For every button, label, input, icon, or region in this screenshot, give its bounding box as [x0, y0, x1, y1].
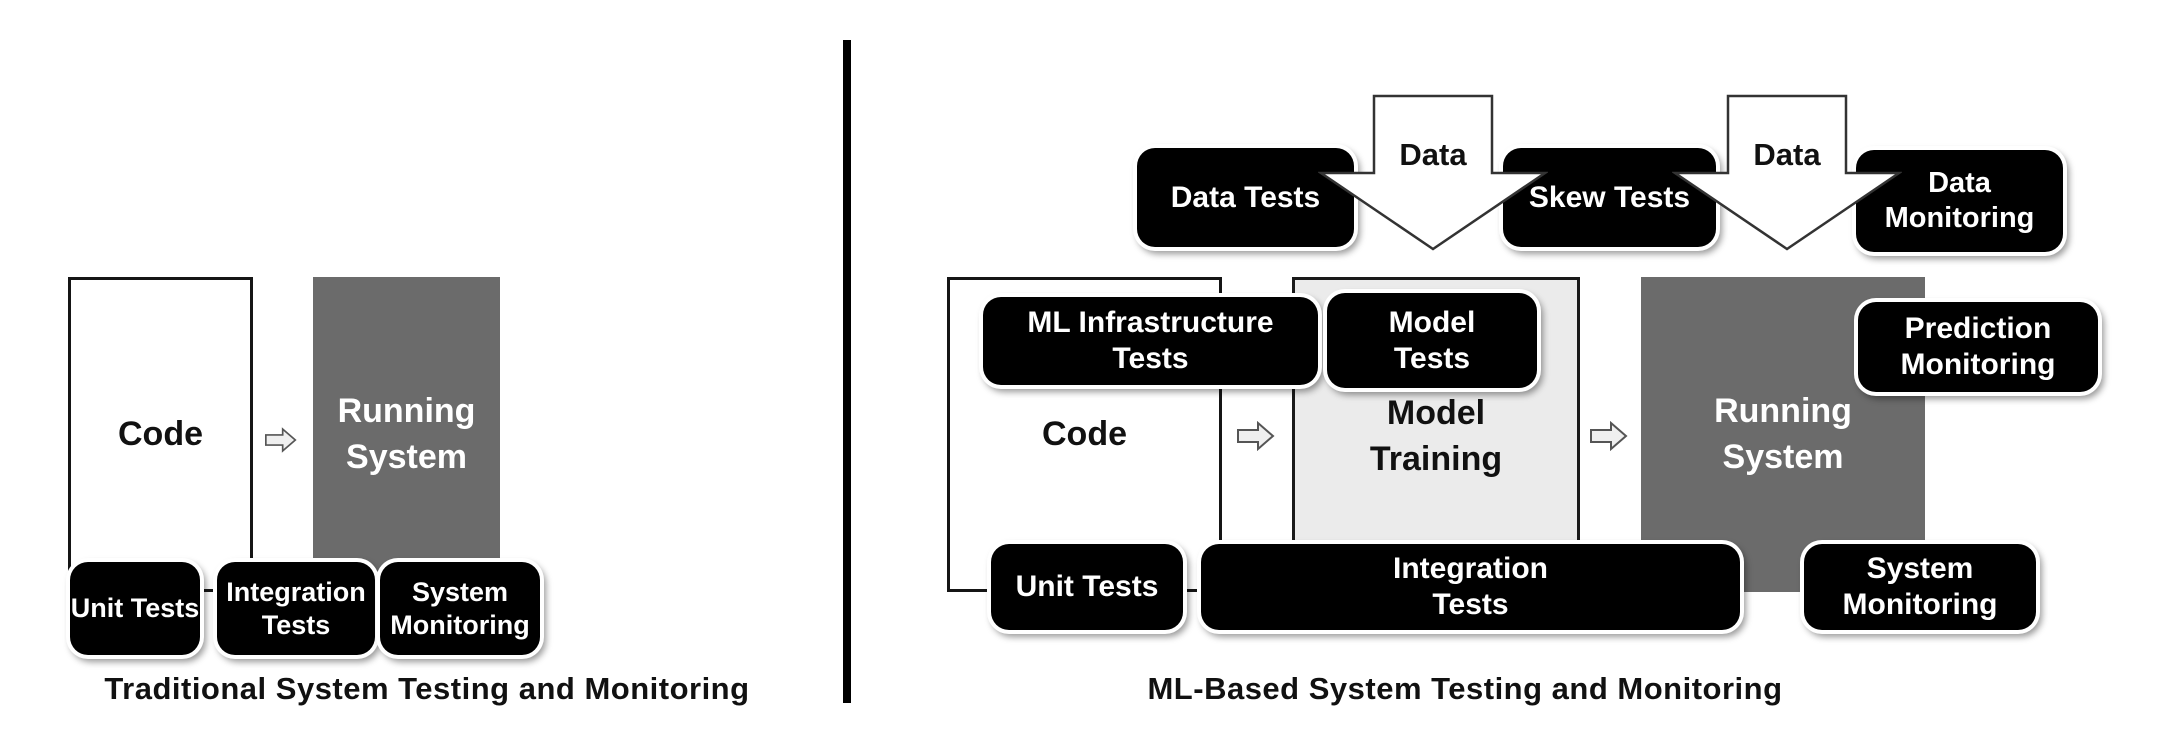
right-flow-arrow2-icon — [1590, 421, 1628, 451]
right-integration-tests-pill: Integration Tests — [1201, 544, 1740, 630]
left-unit-tests-pill: Unit Tests — [70, 562, 200, 655]
right-integration-tests-line2: Tests — [1432, 588, 1509, 621]
prediction-monitoring-line2: Monitoring — [1900, 348, 2056, 381]
right-integration-tests-line1: Integration — [1393, 552, 1548, 585]
ml-infrastructure-tests-pill: ML Infrastructure Tests — [983, 297, 1318, 385]
right-running-system-line2: System — [1722, 437, 1844, 476]
model-tests-line2: Tests — [1393, 341, 1471, 375]
prediction-monitoring-line1: Prediction — [1904, 312, 2052, 345]
left-integration-tests-line1: Integration — [226, 577, 366, 608]
ml-infrastructure-tests-line2: Tests — [1112, 342, 1189, 375]
left-integration-tests-pill: Integration Tests — [217, 562, 375, 655]
right-caption: ML-Based System Testing and Monitoring — [1147, 671, 1783, 706]
left-running-system-line1: Running — [337, 391, 476, 430]
data-tests-pill: Data Tests — [1137, 148, 1354, 247]
data-down-arrow1-icon — [1318, 94, 1548, 251]
left-caption: Traditional System Testing and Monitorin… — [104, 671, 750, 706]
ml-infrastructure-tests-line1: ML Infrastructure — [1027, 306, 1274, 339]
left-running-system-box: Running System — [313, 277, 500, 592]
right-flow-arrow1-icon — [1237, 421, 1275, 451]
left-unit-tests-label: Unit Tests — [70, 593, 200, 624]
panel-divider — [843, 40, 851, 703]
data-tests-label: Data Tests — [1170, 180, 1321, 214]
left-code-label: Code — [118, 414, 203, 453]
right-model-training-line1: Model — [1386, 394, 1486, 433]
right-system-monitoring-line1: System — [1866, 552, 1974, 585]
right-unit-tests-label: Unit Tests — [1015, 570, 1159, 603]
data-monitoring-line1: Data — [1928, 167, 1991, 200]
left-integration-tests-line2: Tests — [261, 609, 331, 640]
prediction-monitoring-pill: Prediction Monitoring — [1858, 302, 2098, 392]
right-system-monitoring-line2: Monitoring — [1842, 588, 1998, 621]
data-monitoring-line2: Monitoring — [1884, 202, 2035, 234]
data-monitoring-pill: Data Monitoring — [1856, 150, 2063, 252]
right-running-system-box: Running System — [1641, 277, 1925, 592]
data-arrow2-label: Data — [1753, 137, 1821, 172]
left-flow-arrow-icon — [265, 427, 297, 453]
data-arrow1-label: Data — [1399, 137, 1467, 172]
left-code-box: Code — [68, 277, 253, 592]
right-unit-tests-pill: Unit Tests — [991, 544, 1183, 630]
model-tests-pill: Model Tests — [1327, 293, 1537, 388]
right-system-monitoring-pill: System Monitoring — [1804, 544, 2036, 630]
left-system-monitoring-line2: Monitoring — [390, 609, 530, 640]
left-system-monitoring-pill: System Monitoring — [380, 562, 540, 655]
left-running-system-line2: System — [346, 437, 467, 476]
skew-tests-pill: Skew Tests — [1503, 148, 1716, 247]
left-system-monitoring-line1: System — [411, 577, 509, 608]
right-running-system-line1: Running — [1714, 391, 1852, 430]
right-model-training-line2: Training — [1369, 440, 1503, 478]
model-tests-line1: Model — [1388, 305, 1476, 339]
data-down-arrow2-icon — [1672, 94, 1902, 251]
right-code-label: Code — [1042, 414, 1127, 453]
skew-tests-label: Skew Tests — [1528, 180, 1691, 214]
